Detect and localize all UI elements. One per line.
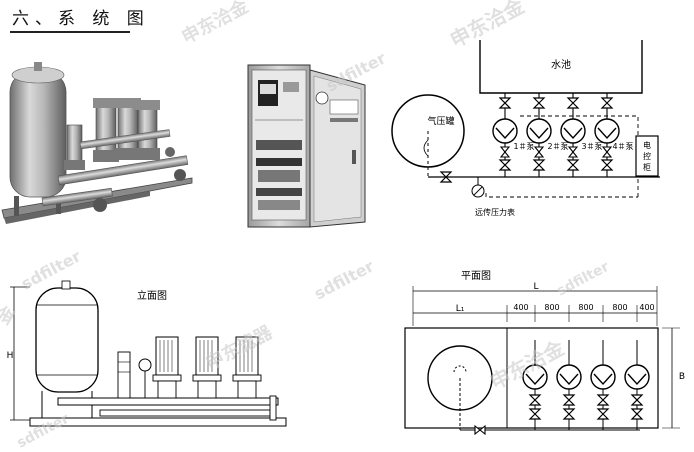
plan-dim-3: 800 [578, 303, 593, 312]
control-cabinet-symbol [635, 135, 659, 177]
elevation-pump-1 [152, 336, 182, 399]
watermark: 金 [0, 301, 20, 329]
plan-pump-3 [590, 340, 616, 430]
system-schematic: 水池 气压罐 远传压力表 电 控 柜 [391, 40, 660, 217]
elevation-title: 立面图 [137, 289, 167, 302]
vertical-pump-4 [135, 100, 160, 160]
schematic-pump-2 [526, 93, 552, 177]
plan-dim-5: 400 [639, 303, 654, 312]
pump-label-1: 1＃泵 [513, 142, 534, 151]
title-underline [10, 31, 130, 33]
pump-label-3: 3＃泵 [581, 142, 602, 151]
section-title: 六、系 统 图 [12, 9, 150, 29]
cabinet-char-2: 控 [643, 151, 651, 161]
water-tank [479, 40, 643, 94]
pump-label-2: 2＃泵 [547, 142, 568, 151]
plan-length: L [533, 282, 538, 292]
watermark: sdfilter [14, 411, 72, 452]
plan-title: 平面图 [461, 270, 491, 282]
pump-label-4: 4＃泵 [612, 142, 633, 151]
cabinet-char-3: 柜 [643, 162, 651, 172]
plan-l1: L₁ [456, 304, 465, 314]
pressure-tank-label: 气压罐 [427, 115, 454, 127]
plan-dim-2: 800 [544, 303, 559, 312]
elevation-pump-2 [192, 336, 222, 399]
plan-width: B [679, 372, 685, 382]
watermark: sdfilter [18, 246, 84, 293]
plan-pump-1 [522, 340, 548, 430]
gauge-label: 远传压力表 [475, 207, 515, 217]
watermark: 申东洽金 [178, 0, 253, 48]
water-tank-label: 水池 [551, 58, 571, 71]
plan-pump-4 [624, 340, 650, 430]
schematic-pump-4 [594, 93, 620, 177]
elevation-pump-3 [232, 336, 262, 399]
schematic-pump-3 [560, 93, 586, 177]
watermark: sdfilter [311, 256, 377, 303]
plan-dim-4: 800 [612, 303, 627, 312]
schematic-pump-1 [492, 93, 518, 177]
plan-pump-2 [556, 340, 582, 430]
equipment-photo [1, 62, 193, 224]
cabinet-breakers [256, 140, 302, 210]
height-dimension: H [7, 351, 14, 361]
plan-view: 平面图 L L₁ 400 800 800 800 400 [404, 270, 685, 435]
watermark: sdfilter [554, 259, 612, 300]
watermark: 申东洽金 [446, 0, 529, 52]
plan-dim-1: 400 [513, 303, 528, 312]
control-cabinet-photo [247, 64, 366, 228]
elevation-view: 立面图 H [7, 280, 287, 427]
vertical-pump-1 [64, 124, 85, 170]
cabinet-char-1: 电 [643, 140, 651, 150]
